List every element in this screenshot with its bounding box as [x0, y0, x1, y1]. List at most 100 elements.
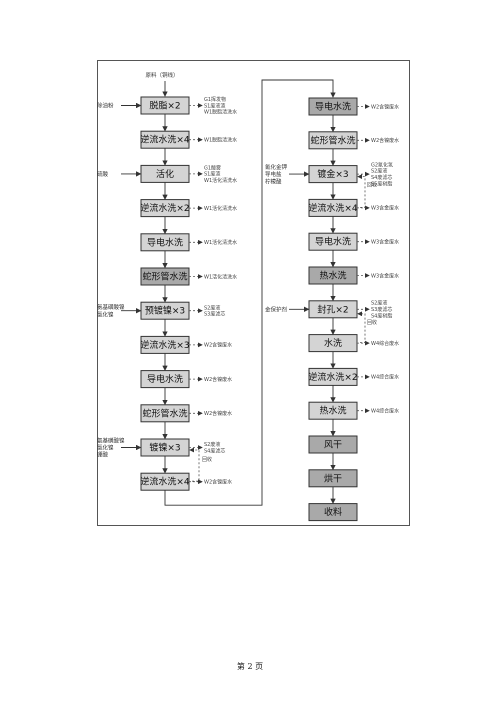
right-emission-note: W4综合废水	[371, 374, 399, 381]
left-recycle-arrow	[189, 447, 200, 482]
left-emission-note: W1活化清洗水	[204, 205, 237, 212]
right-emission-note: S4废树脂	[371, 313, 392, 320]
left-step-label: 蛇形管水洗	[142, 271, 187, 283]
right-emission-note: W2含镍废水	[371, 137, 399, 144]
left-step-label: 蛇形管水洗	[142, 407, 187, 419]
right-step-label: 热水洗	[319, 405, 346, 417]
left-input-label: 氨基磺酸镍	[97, 436, 125, 444]
left-emission-note: W2含镍废水	[204, 342, 232, 349]
right-step-10: 热水洗 W4综合废水	[308, 401, 399, 437]
right-emission-note: S4废滤芯	[371, 174, 392, 181]
left-emission-note: W2含镍废水	[204, 479, 232, 486]
right-step-label: 风干	[324, 440, 342, 451]
right-step-5: 导电水洗 W3含金废水	[308, 232, 399, 268]
right-emission-note: W4综合废水	[371, 408, 399, 415]
right-emission-note: W3含金废水	[371, 272, 399, 279]
column-connector	[164, 79, 336, 506]
right-emission-note: S2废液	[371, 300, 387, 307]
right-step-label: 封孔×2	[317, 303, 348, 315]
right-recycle-label-b: 回收	[367, 319, 377, 326]
right-recycle-arrow-b	[357, 311, 366, 343]
right-step-8: 水洗 W4综合废水	[308, 334, 399, 369]
left-input-label: 氯化镍	[97, 444, 114, 452]
left-emission-note: S2废液	[204, 441, 220, 448]
raw-material-label: 原料（铜线）	[145, 71, 178, 79]
left-step-12: 逆流水洗×4 W2含镍废水	[140, 472, 232, 491]
right-emission-note: W4综合废水	[371, 340, 399, 347]
left-emission-note: W1活化清洗水	[204, 239, 237, 246]
left-emission-note: W1脱脂清洗水	[204, 109, 237, 116]
right-step-label: 收料	[324, 506, 342, 518]
right-step-2: 蛇形管水洗 W2含镍废水	[308, 131, 399, 167]
right-emission-note: S5废树脂	[371, 181, 392, 188]
left-emission-note: W2含镍废水	[204, 376, 232, 383]
right-step-label: 烘干	[324, 472, 342, 484]
left-step-label: 逆流水洗×4	[140, 476, 190, 488]
left-to-right-connector	[164, 79, 336, 506]
right-input-label: 柠檬酸	[265, 177, 282, 185]
left-emission-note: W1活化清洗水	[204, 177, 237, 184]
right-emission-note: W3含金废水	[371, 239, 399, 246]
right-recycle-arrow-a	[357, 174, 366, 208]
left-emission-note: W1活化清洗水	[204, 273, 237, 280]
right-emission-note: S3废滤芯	[371, 306, 392, 313]
left-input-label: 硼酸	[97, 451, 109, 459]
right-step-6: 热水洗 W3含金废水	[308, 266, 399, 302]
right-emission-note: S2废液	[371, 168, 387, 175]
left-emission-note: S2废液	[204, 304, 220, 311]
left-emission-note: W1脱脂清洗水	[204, 137, 237, 144]
left-step-label: 逆流水洗×4	[140, 134, 190, 146]
right-emission-note: W2含镍废水	[371, 103, 399, 110]
right-input-label: 导电盐	[265, 170, 282, 178]
right-step-1: 导电水洗 W2含镍废水	[308, 97, 399, 133]
left-input-label: 除油粉	[97, 102, 114, 110]
right-step-box	[308, 503, 358, 522]
left-emission-note: G1酸雾	[204, 164, 221, 171]
right-emission-note: W3含金废水	[371, 205, 399, 212]
right-step-label: 蛇形管水洗	[310, 134, 355, 146]
left-step-9: 导电水洗 W2含镍废水	[140, 370, 232, 406]
left-step-label: 脱脂×2	[149, 100, 180, 112]
right-step-label: 水洗	[324, 337, 342, 349]
right-input-label: 氰化金钾	[265, 163, 288, 171]
right-recycle-label-a: 回收	[367, 182, 377, 189]
right-step-label: 逆流水洗×4	[308, 202, 358, 214]
right-step-13: 收料	[308, 503, 358, 522]
left-emission-note: G1挥发物	[204, 96, 226, 103]
right-emission-note: G2氰化氢	[371, 161, 393, 168]
right-step-4: 逆流水洗×4 W3含金废水	[308, 198, 399, 234]
right-step-label: 导电水洗	[315, 236, 351, 248]
left-emission-note: S1废渣	[204, 171, 220, 178]
left-emission-note: S3废滤芯	[204, 311, 225, 318]
right-step-11: 风干	[308, 435, 358, 471]
top-input-group: 原料（铜线）	[145, 71, 179, 97]
left-step-label: 活化	[156, 168, 174, 180]
left-recycle-label: 回收	[202, 456, 212, 463]
left-emission-note: S1废液渣	[204, 102, 225, 109]
left-emission-note: S4废滤芯	[204, 448, 225, 455]
left-step-5: 导电水洗 W1活化清洗水	[140, 233, 237, 269]
left-input-label: 氯化镍	[97, 310, 114, 318]
right-step-label: 逆流水洗×2	[308, 371, 357, 383]
left-input-label: 氨基磺酸镍	[97, 303, 125, 311]
left-step-label: 预镀镍×3	[145, 305, 185, 317]
left-step-label: 镀镍×3	[149, 442, 180, 454]
left-step-2: 逆流水洗×4 W1脱脂清洗水	[140, 130, 237, 166]
left-step-label: 导电水洗	[147, 236, 183, 248]
left-step-label: 逆流水洗×3	[140, 339, 189, 351]
right-step-label: 镀金×3	[317, 168, 348, 180]
right-step-label: 热水洗	[319, 270, 346, 282]
flowchart-frame	[97, 60, 410, 526]
right-step-label: 导电水洗	[315, 101, 351, 113]
left-step-label: 导电水洗	[147, 373, 183, 385]
left-step-6: 蛇形管水洗 W1活化清洗水	[140, 267, 237, 303]
